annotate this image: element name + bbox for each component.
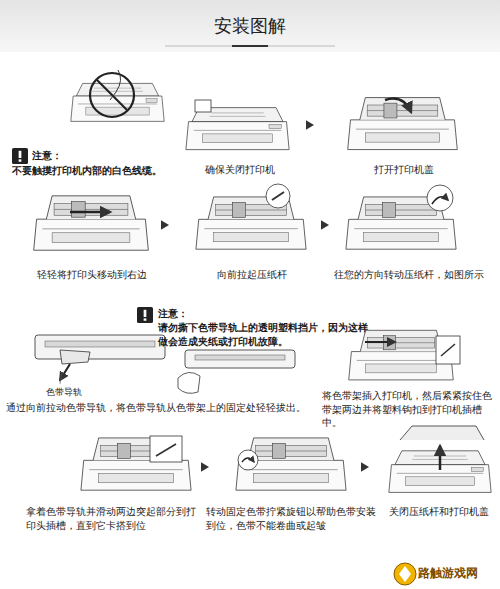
step-caption: 打开打印机盖 xyxy=(345,163,463,177)
step-caption: 确保关闭打印机 xyxy=(188,163,292,177)
warning-note: 不要触摸打印机内部的白色线缆。 xyxy=(12,164,204,178)
step-caption: 转动固定色带拧紧旋钮以帮助色带安装到位，色带不能卷曲或起皱 xyxy=(206,505,378,532)
warning-note: 请勿撕下色带导轨上的透明塑料挡片，因为这样做会造成夹纸或打印机故障。 xyxy=(158,321,372,348)
step-caption: 拿着色带导轨并滑动两边突起部分到打印头插槽，直到它卡搭到位 xyxy=(26,505,202,532)
step-caption: 将色带架插入打印机，然后紧紧按住色带架两边并将塑料钩扣到打印机插槽中。 xyxy=(322,389,496,430)
warning-note: 注意： xyxy=(158,307,218,321)
watermark: 路触游戏网 xyxy=(418,565,496,581)
part-name: 色带导轨 xyxy=(46,386,110,398)
step-caption: 关闭压纸杆和打印机盖 xyxy=(382,505,496,519)
warning-note: 注意： xyxy=(32,149,92,163)
page-title: 安装图解 xyxy=(0,14,500,38)
step-caption: 向前拉起压纸杆 xyxy=(192,268,312,282)
step-caption: 轻轻将打印头移动到右边 xyxy=(18,268,166,282)
step-caption: 通过向前拉动色带导轨，将色带导轨从色带架上的固定处轻轻拔出。 xyxy=(6,401,328,415)
step-caption: 往您的方向转动压纸杆，如图所示 xyxy=(322,268,496,282)
